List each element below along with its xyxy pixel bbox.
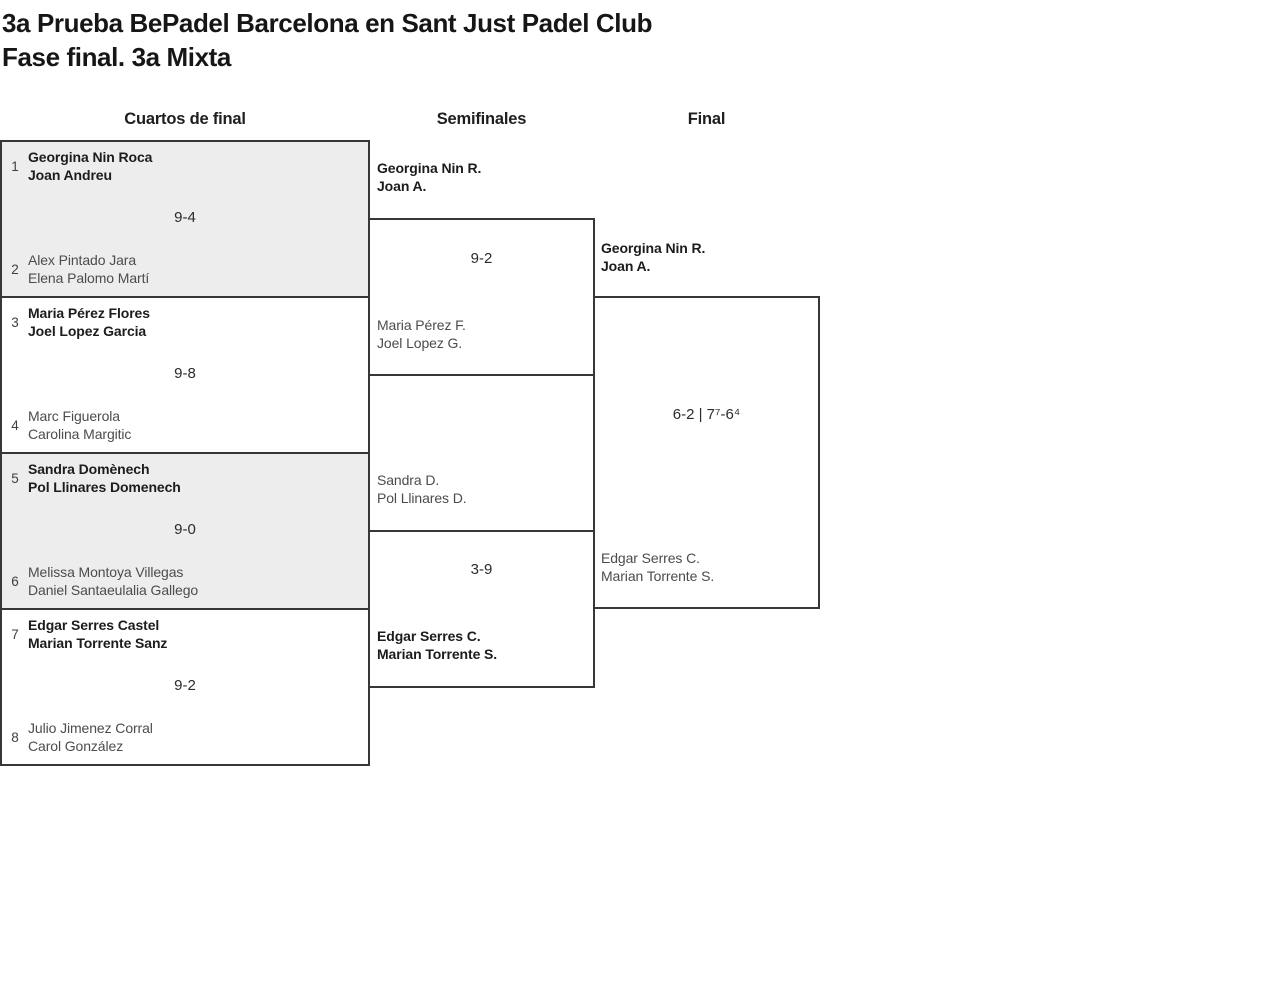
qf4-team-top: 7 Edgar Serres Castel Marian Torrente Sa… [2,616,368,652]
seed-number: 4 [11,417,19,433]
seed-number: 7 [11,626,19,642]
sf-match-1 [368,218,595,376]
player-name: Marian Torrente Sanz [28,635,168,651]
player-name: Marian Torrente S. [601,568,715,584]
team-names: Sandra Domènech Pol Llinares Domenech [28,460,181,496]
player-name: Joel Lopez G. [377,335,463,351]
player-name: Georgina Nin R. [377,160,482,176]
qf2-team-bottom: 4 Marc Figuerola Carolina Margitic [2,407,368,443]
player-name: Melissa Montoya Villegas [28,564,184,580]
sf-match-2 [368,530,595,688]
team-names: Alex Pintado Jara Elena Palomo Martí [28,251,149,287]
player-name: Sandra D. [377,472,440,488]
player-name: Edgar Serres C. [601,550,700,566]
player-name: Pol Llinares Domenech [28,479,181,495]
match-score: 9-4 [174,209,196,226]
qf3-team-top: 5 Sandra Domènech Pol Llinares Domenech [2,460,368,496]
player-name: Joel Lopez Garcia [28,323,147,339]
player-name: Alex Pintado Jara [28,252,137,268]
qf3-team-bottom: 6 Melissa Montoya Villegas Daniel Santae… [2,563,368,599]
column-header-quarterfinals: Cuartos de final [124,110,246,128]
seed-number: 6 [11,573,19,589]
column-header-final: Final [687,110,726,128]
player-name: Joan A. [377,178,427,194]
player-name: Elena Palomo Martí [28,270,150,286]
team-names: Edgar Serres Castel Marian Torrente Sanz [28,616,167,652]
qf1-team-top: 1 Georgina Nin Roca Joan Andreu [2,148,368,184]
player-name: Georgina Nin Roca [28,149,153,165]
team-names: Melissa Montoya Villegas Daniel Santaeul… [28,563,198,599]
seed-number: 1 [11,158,19,174]
player-name: Marian Torrente S. [377,646,498,662]
sf2-team-bottom: Edgar Serres C. Marian Torrente S. [377,627,497,663]
seed-number: 2 [11,261,19,277]
match-score: 6-2 | 7⁷-6⁴ [672,406,741,423]
qf-match-2: 3 Maria Pérez Flores Joel Lopez Garcia 9… [0,296,370,454]
match-score: 3-9 [470,561,493,578]
match-score: 9-8 [174,365,196,382]
page-title: 3a Prueba BePadel Barcelona en Sant Just… [2,8,653,38]
sf1-team-top: Georgina Nin R. Joan A. [377,159,481,195]
column-header-semifinals: Semifinales [436,110,527,128]
player-name: Julio Jimenez Corral [28,720,153,736]
match-score: 9-0 [174,521,196,538]
player-name: Carol González [28,738,124,754]
player-name: Pol Llinares D. [377,490,467,506]
seed-number: 5 [11,470,19,486]
qf1-team-bottom: 2 Alex Pintado Jara Elena Palomo Martí [2,251,368,287]
player-name: Georgina Nin R. [601,240,706,256]
match-score: 9-2 [470,250,493,267]
match-score: 9-2 [174,677,196,694]
qf2-team-top: 3 Maria Pérez Flores Joel Lopez Garcia [2,304,368,340]
player-name: Maria Pérez F. [377,317,466,333]
player-name: Edgar Serres C. [377,628,481,644]
team-names: Georgina Nin Roca Joan Andreu [28,148,152,184]
page-subtitle: Fase final. 3a Mixta [2,42,231,72]
player-name: Sandra Domènech [28,461,150,477]
player-name: Carolina Margitic [28,426,132,442]
qf-match-4: 7 Edgar Serres Castel Marian Torrente Sa… [0,608,370,766]
player-name: Joan Andreu [28,167,112,183]
qf-match-3: 5 Sandra Domènech Pol Llinares Domenech … [0,452,370,610]
final-team-top: Georgina Nin R. Joan A. [601,239,705,275]
player-name: Maria Pérez Flores [28,305,150,321]
team-names: Marc Figuerola Carolina Margitic [28,407,131,443]
seed-number: 8 [11,729,19,745]
player-name: Marc Figuerola [28,408,120,424]
player-name: Joan A. [601,258,651,274]
player-name: Edgar Serres Castel [28,617,160,633]
final-match [593,296,820,609]
sf1-team-bottom: Maria Pérez F. Joel Lopez G. [377,316,466,352]
team-names: Maria Pérez Flores Joel Lopez Garcia [28,304,150,340]
qf-match-1: 1 Georgina Nin Roca Joan Andreu 9-4 2 Al… [0,140,370,298]
player-name: Daniel Santaeulalia Gallego [28,582,199,598]
qf4-team-bottom: 8 Julio Jimenez Corral Carol González [2,719,368,755]
seed-number: 3 [11,314,19,330]
final-team-bottom: Edgar Serres C. Marian Torrente S. [601,549,714,585]
team-names: Julio Jimenez Corral Carol González [28,719,153,755]
sf2-team-top: Sandra D. Pol Llinares D. [377,471,467,507]
